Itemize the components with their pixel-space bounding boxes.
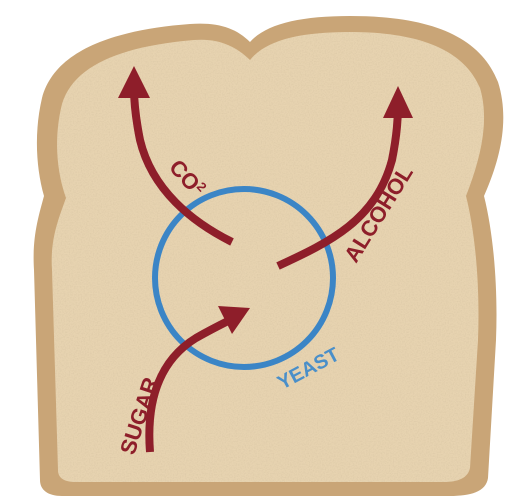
crumb-texture	[52, 32, 484, 482]
